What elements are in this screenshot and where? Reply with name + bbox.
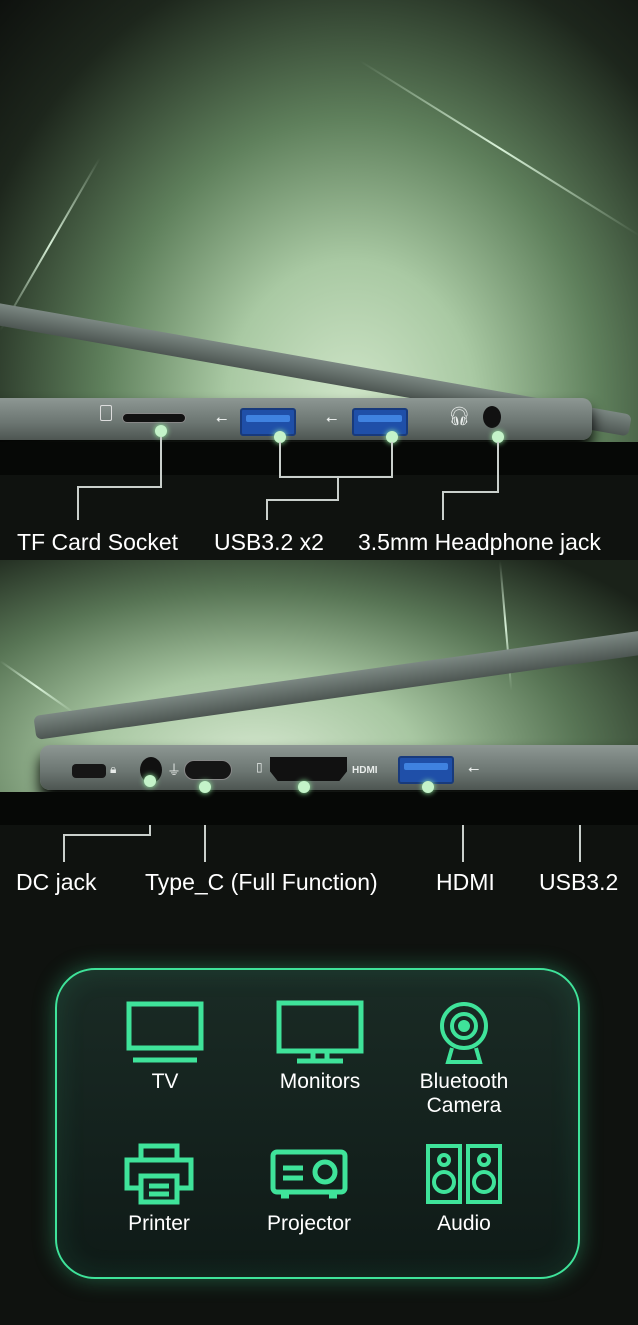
pointer-dot: [199, 781, 211, 793]
label-hdmi: HDMI: [436, 869, 495, 895]
usb-symbol-icon: ⭠: [216, 410, 228, 426]
pointer-dot: [492, 431, 504, 443]
printer-icon: [124, 1143, 194, 1205]
device-projector: Projector: [234, 1142, 384, 1236]
pointer-dot: [274, 431, 286, 443]
pointer-dot: [386, 431, 398, 443]
laptop-left-side-photo: 🔒︎ ⏚ ▯ HDMI ⭠: [0, 560, 638, 825]
pointer-dot: [144, 775, 156, 787]
projector-icon: [270, 1149, 348, 1199]
monitor-icon: [276, 1000, 364, 1064]
label-tf-card-socket: TF Card Socket: [17, 529, 179, 555]
hdmi-port: [270, 757, 347, 781]
label-type-c: Type_C (Full Function): [145, 869, 378, 895]
pointer-dot: [298, 781, 310, 793]
webcam-icon: [440, 1002, 488, 1064]
hdmi-port-label: HDMI: [352, 765, 378, 776]
speakers-icon: [426, 1144, 502, 1204]
usb-symbol-icon: ⭠: [468, 760, 480, 776]
device-audio: Audio: [389, 1142, 539, 1236]
pointer-dot: [422, 781, 434, 793]
device-printer: Printer: [84, 1142, 234, 1236]
headphone-icon: 🎧︎: [448, 406, 471, 426]
compatible-devices-card: TV Monitors Bluetooth Camera Printer Pro…: [55, 968, 580, 1279]
usb-port: [398, 756, 454, 784]
tv-icon: [126, 1001, 204, 1063]
usb-symbol-icon: ⭠: [326, 410, 338, 426]
sd-card-icon: [100, 405, 112, 421]
pointer-dot: [155, 425, 167, 437]
tf-card-slot: [122, 413, 186, 423]
device-bluetooth-camera: Bluetooth Camera: [389, 1000, 539, 1118]
charge-icon: ▯: [256, 760, 263, 774]
label-dc-jack: DC jack: [16, 869, 97, 895]
headphone-jack: [483, 406, 501, 428]
label-usb32-x2: USB3.2 x2: [214, 529, 324, 555]
device-monitors: Monitors: [245, 1000, 395, 1094]
usb-port-1: [240, 408, 296, 436]
usb-port-2: [352, 408, 408, 436]
label-usb32: USB3.2: [539, 869, 619, 895]
kensington-lock-slot: [72, 764, 106, 778]
lock-icon: 🔒︎: [110, 762, 117, 776]
device-tv: TV: [90, 1000, 240, 1094]
power-plug-icon: ⏚: [167, 762, 181, 778]
type-c-port: [184, 760, 232, 780]
laptop-right-side-photo: ⭠ ⭠ 🎧︎: [0, 0, 638, 475]
laptop-lid: [33, 627, 638, 740]
label-headphone-jack: 3.5mm Headphone jack: [358, 529, 601, 555]
